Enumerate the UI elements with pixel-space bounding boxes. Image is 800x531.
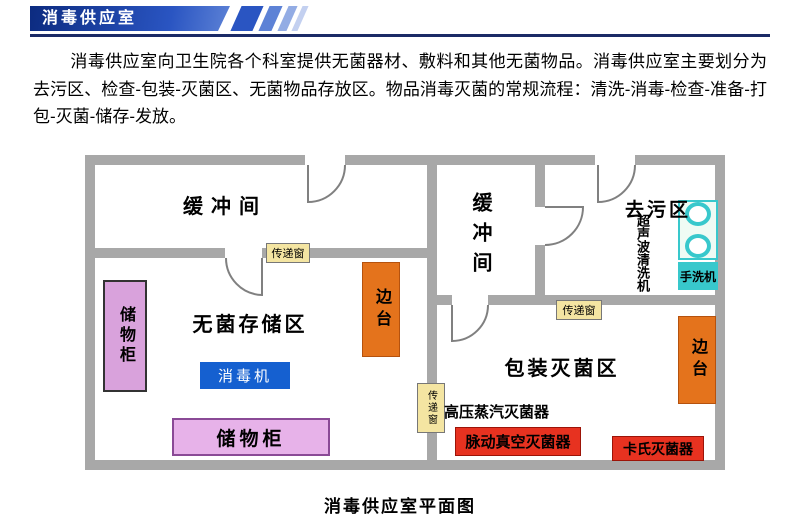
wall <box>262 248 427 258</box>
autoclave-label: 高压蒸汽灭菌器 <box>444 404 550 421</box>
wall <box>715 155 725 470</box>
wall <box>345 155 437 165</box>
door-icon <box>544 206 585 246</box>
page-title: 消毒供应室 <box>42 10 138 27</box>
transfer-window: 传递窗 <box>266 243 310 263</box>
ultrasonic-cleaner-label: 超声波清洗机 <box>635 214 650 292</box>
intro-paragraph: 消毒供应室向卫生院各个科室提供无菌器材、敷料和其他无菌物品。消毒供应室主要划分为… <box>33 52 767 127</box>
room-label-buffer-right: 缓冲间 <box>469 192 491 282</box>
wall <box>427 433 437 470</box>
wall <box>95 248 225 258</box>
side-table-right: 边台 <box>678 316 716 404</box>
room-label-buffer-left: 缓冲间 <box>183 196 267 218</box>
storage-cabinet-vertical: 储物柜 <box>103 280 147 392</box>
room-label-decontamination: 去污区 <box>624 200 691 221</box>
wall <box>635 155 725 165</box>
pulse-vacuum-sterilizer: 脉动真空灭菌器 <box>455 427 581 456</box>
wall <box>427 155 437 383</box>
banner-stripe-icon <box>230 6 264 31</box>
door-icon <box>225 257 263 297</box>
wall <box>535 245 545 305</box>
hand-washer-unit <box>678 200 718 260</box>
plan-caption: 消毒供应室平面图 <box>324 497 476 516</box>
hand-washer-label: 手洗机 <box>678 262 718 290</box>
door-icon <box>307 164 346 204</box>
wall <box>437 155 595 165</box>
room-label-sterile-storage: 无菌存储区 <box>192 314 308 336</box>
side-table-left: 边台 <box>362 262 400 357</box>
room-label-packing-sterilization: 包装灭菌区 <box>504 358 620 380</box>
wall <box>85 155 305 165</box>
sink-basin-icon <box>685 234 711 258</box>
cassette-sterilizer: 卡氏灭菌器 <box>612 436 704 461</box>
storage-cabinet-bottom: 储物柜 <box>172 418 330 456</box>
header-divider <box>30 34 770 37</box>
wall <box>85 460 725 470</box>
sink-basin-icon <box>685 202 711 226</box>
wall <box>85 155 95 470</box>
disinfector-machine: 消毒机 <box>200 362 290 389</box>
wall <box>488 295 725 305</box>
wall <box>437 295 452 305</box>
door-icon <box>451 304 489 343</box>
wall <box>535 165 545 207</box>
transfer-window: 传递窗 <box>556 300 602 320</box>
transfer-window: 传递窗 <box>417 383 445 433</box>
header-banner: 消毒供应室 <box>30 6 230 31</box>
